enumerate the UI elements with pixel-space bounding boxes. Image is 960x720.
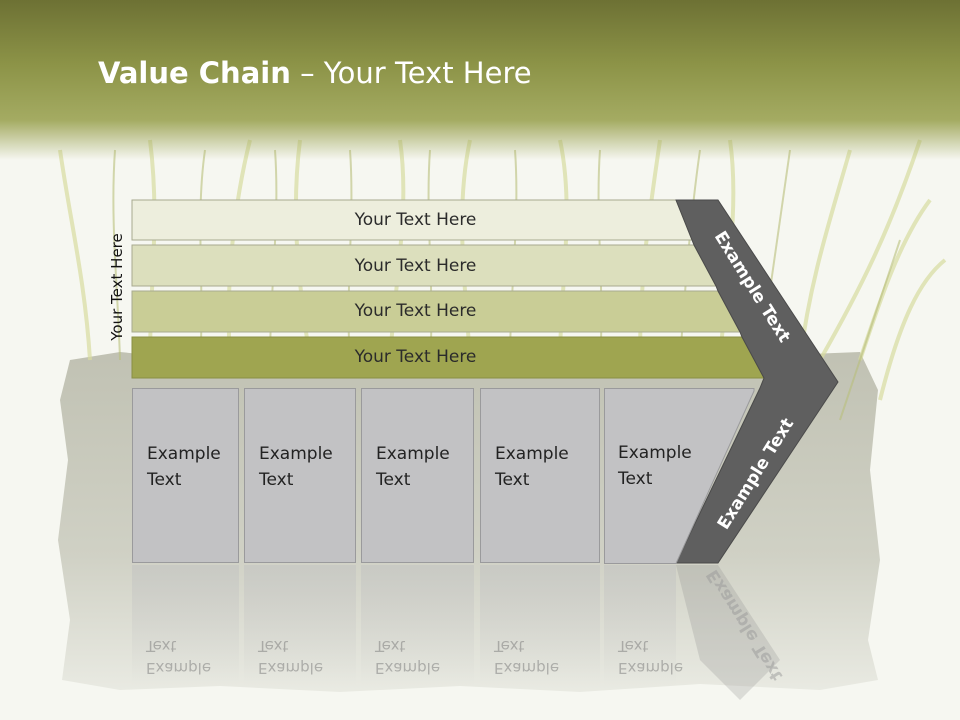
cell-4-reflection-line-1: Example <box>494 659 560 677</box>
cell-3-reflection-line-1: Example <box>375 659 441 677</box>
title-bold: Value Chain <box>98 56 291 90</box>
band-label-3: Your Text Here <box>354 301 477 321</box>
cell-2-line-1: Example <box>259 444 333 464</box>
band-row-3: Your Text Here <box>0 291 960 331</box>
cell-1-reflection: Example Text <box>132 565 239 685</box>
cell-5-reflection-line-2: Text <box>618 637 649 655</box>
band-row-4: Your Text Here <box>0 337 960 377</box>
band-label-1: Your Text Here <box>354 210 477 230</box>
cell-3-reflection-line-2: Text <box>375 637 406 655</box>
header-band <box>0 0 960 160</box>
cell-2-line-2: Text <box>259 470 294 490</box>
cell-1-reflection-line-1: Example <box>146 659 212 677</box>
cell-5-line-1: Example <box>618 443 692 463</box>
cell-1-line-2: Text <box>147 470 182 490</box>
cell-1-line-1: Example <box>147 444 221 464</box>
primary-activity-cell-5-shape <box>604 388 755 564</box>
cell-3-line-2: Text <box>376 470 411 490</box>
cell-5-reflection: Example Text <box>604 565 683 685</box>
cell-1-reflection-line-2: Text <box>146 637 177 655</box>
cell-2-reflection-line-2: Text <box>258 637 289 655</box>
cell-4-reflection: Example Text <box>480 565 600 685</box>
cell-3-reflection: Example Text <box>361 565 474 685</box>
band-row-1: Your Text Here <box>0 200 960 240</box>
band-row-2: Your Text Here <box>0 246 960 286</box>
cell-2-reflection-line-1: Example <box>258 659 324 677</box>
cell-5-line-2: Text <box>618 469 653 489</box>
cell-4-line-2: Text <box>495 470 530 490</box>
margin-chevron <box>675 199 839 564</box>
slide-title: Value Chain – Your Text Here <box>98 56 532 90</box>
cell-3-line-1: Example <box>376 444 450 464</box>
margin-chevron-reflection <box>676 565 780 700</box>
cell-4-reflection-line-2: Text <box>494 637 525 655</box>
support-activities-label: Your Text Here <box>106 222 128 352</box>
support-activities-label-text: Your Text Here <box>108 233 126 341</box>
band-label-2: Your Text Here <box>354 256 477 276</box>
cell-2-reflection: Example Text <box>244 565 356 685</box>
cell-4-line-1: Example <box>495 444 569 464</box>
band-label-4: Your Text Here <box>354 347 477 367</box>
title-rest: – Your Text Here <box>290 56 532 90</box>
cell-5-reflection-line-1: Example <box>618 659 684 677</box>
